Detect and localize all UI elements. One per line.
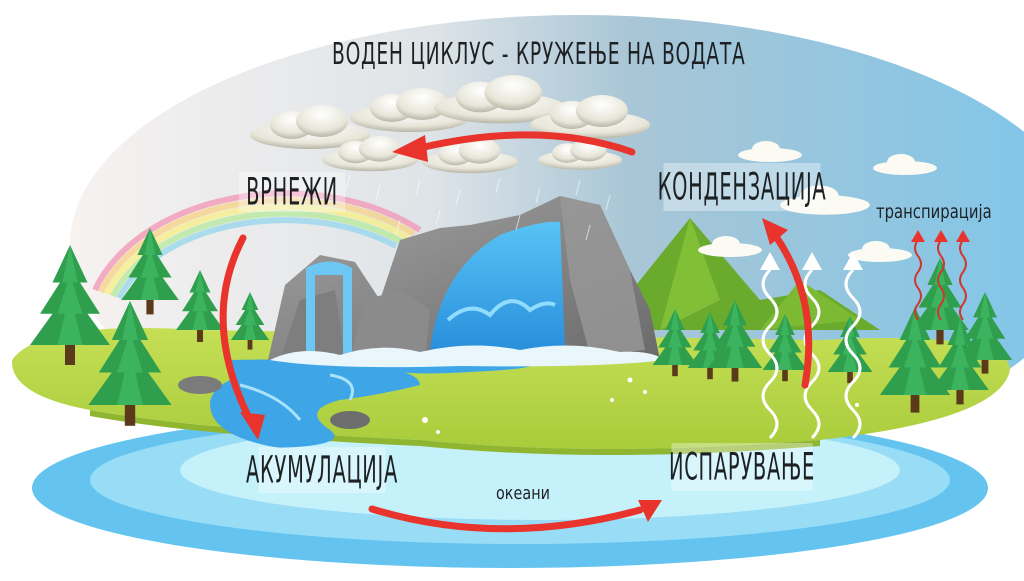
stage-label-condensation: КОНДЕНЗАЦИЈА	[658, 163, 826, 211]
stage-label-text: АКУМУЛАЦИЈА	[245, 448, 399, 492]
stones-left	[178, 376, 370, 429]
stage-label-text: КОНДЕНЗАЦИЈА	[657, 165, 827, 209]
stage-label-accumulation: АКУМУЛАЦИЈА	[246, 447, 397, 493]
oceans-label: океани	[496, 483, 550, 504]
arrow-evaporation-to-condensation	[771, 231, 813, 389]
arrowhead	[240, 412, 265, 440]
diagram-title: ВОДЕН ЦИКЛУС - КРУЖЕЊЕ НА ВОДАТА	[332, 37, 746, 73]
arrowhead	[762, 218, 788, 245]
waterfall	[306, 221, 565, 355]
arrowhead	[392, 135, 428, 162]
stage-label-precipitation: ВРНЕЖИ	[238, 170, 346, 214]
arrowhead	[638, 500, 662, 522]
arrow-accumulation-to-evaporation	[368, 505, 644, 533]
transpiration-label: транспирација	[876, 201, 992, 223]
river	[210, 359, 420, 448]
splash-foam	[270, 345, 665, 368]
stage-label-evaporation: ИСПАРУВАЊЕ	[669, 443, 816, 491]
stage-label-text: ИСПАРУВАЊЕ	[669, 445, 816, 489]
transpiration-arrows	[914, 239, 967, 321]
arrow-condensation-to-precipitation	[416, 131, 636, 156]
arrow-precipitation-to-accumulation	[219, 234, 254, 424]
stage-label-text: ВРНЕЖИ	[246, 170, 338, 214]
cycle-arrows	[219, 131, 813, 533]
rain	[345, 174, 611, 241]
